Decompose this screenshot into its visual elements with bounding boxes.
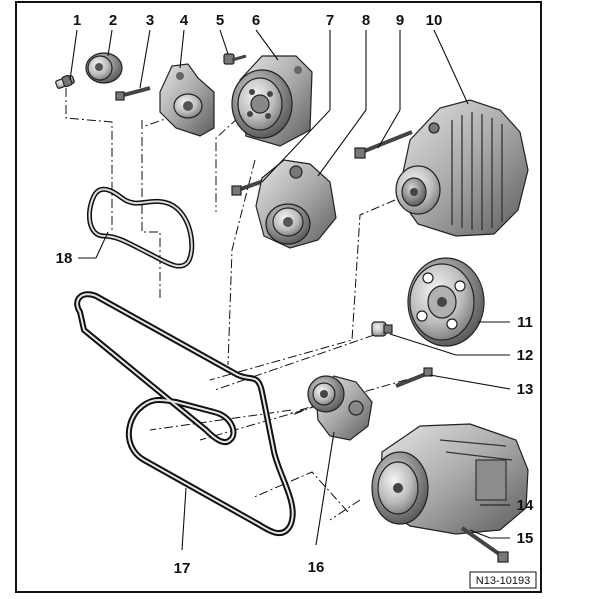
diagram-frame (15, 1, 542, 593)
bolt-3 (115, 86, 151, 101)
bolt-12 (371, 321, 393, 337)
crankshaft-pulley-11 (407, 257, 485, 347)
callout-18: 18 (56, 250, 73, 267)
bolt-1 (55, 74, 75, 89)
callout-12: 12 (517, 347, 534, 364)
callout-3: 3 (146, 12, 154, 29)
bolt-9 (354, 130, 413, 159)
callout-10: 10 (426, 12, 443, 29)
idler-pulley-2 (85, 52, 123, 84)
callout-16: 16 (308, 559, 325, 576)
callout-8: 8 (362, 12, 370, 29)
water-pump-6 (231, 55, 313, 147)
callout-14: 14 (517, 497, 534, 514)
reference-code-box: N13-10193 (469, 571, 537, 589)
tensioner-16 (307, 375, 373, 441)
assembly-centerlines (65, 88, 424, 521)
callout-1: 1 (73, 12, 81, 29)
tensioner-bracket-4 (159, 63, 215, 137)
leader-lines (69, 29, 511, 551)
callout-6: 6 (252, 12, 260, 29)
callout-labels: 1 2 3 4 5 6 7 8 9 10 11 12 13 14 15 16 1… (56, 12, 534, 577)
alternator-10 (395, 99, 529, 237)
callout-4: 4 (180, 12, 189, 29)
callout-7: 7 (326, 12, 334, 29)
tensioner-8 (255, 159, 337, 249)
callout-5: 5 (216, 12, 224, 29)
callout-9: 9 (396, 12, 404, 29)
callout-13: 13 (517, 381, 534, 398)
bolt-13 (395, 367, 433, 388)
reference-code: N13-10193 (476, 575, 530, 587)
bolt-15 (460, 526, 509, 563)
ac-compressor-14 (371, 423, 529, 535)
callout-11: 11 (517, 314, 533, 331)
bolt-5 (223, 53, 247, 65)
callout-17: 17 (174, 560, 191, 577)
serpentine-belt-17 (74, 291, 296, 537)
ribbed-belt-18 (86, 186, 195, 269)
callout-2: 2 (109, 12, 117, 29)
callout-15: 15 (517, 530, 534, 547)
